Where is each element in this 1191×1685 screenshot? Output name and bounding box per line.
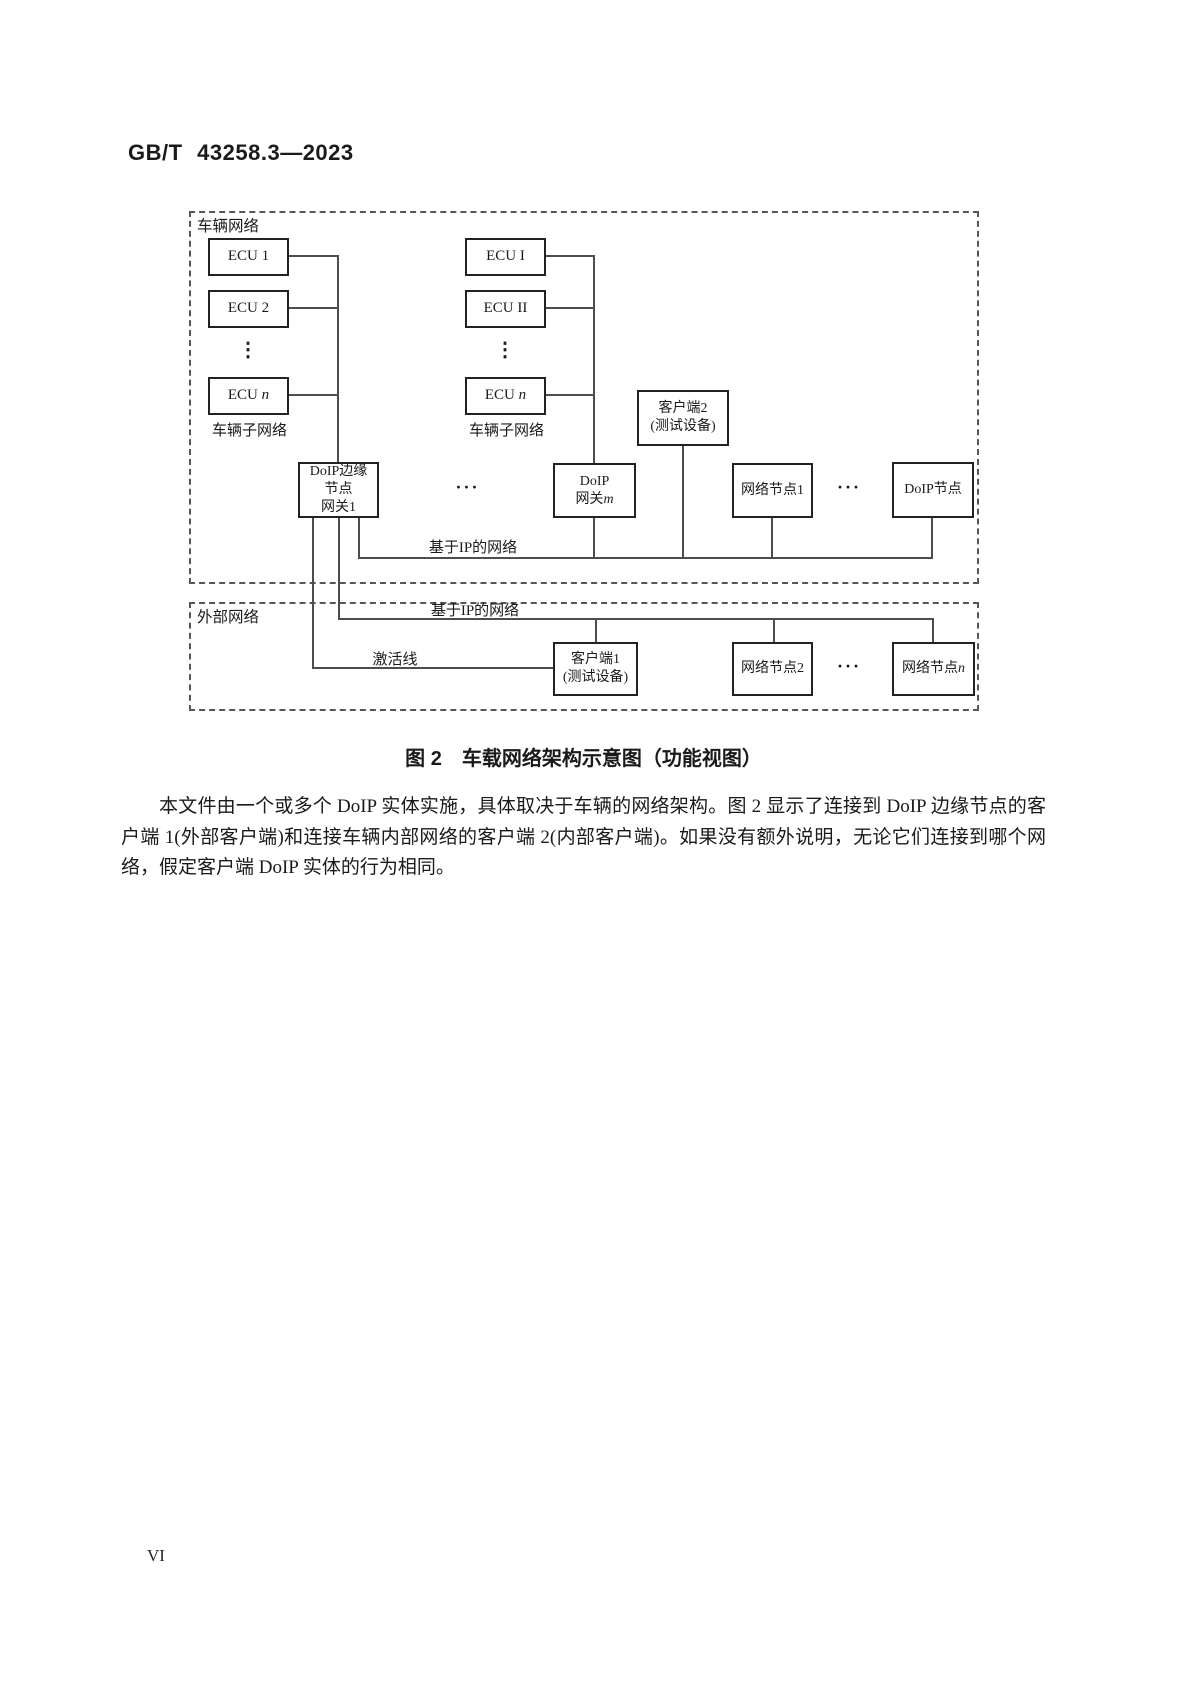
node-doip-edge-gateway1: DoIP边缘 节点 网关1 (298, 462, 379, 518)
figure-caption: 图 2 车载网络架构示意图（功能视图） (405, 748, 762, 770)
connector-line (338, 517, 340, 619)
node-network-node2: 网络节点2 (732, 642, 813, 696)
connector-line (932, 618, 934, 642)
ecu-n-label: ECU n (228, 386, 269, 406)
connector-line (337, 255, 339, 462)
connector-line (682, 446, 684, 558)
connector-line (773, 618, 775, 642)
internal-ip-bus (358, 557, 933, 559)
node-network-node-n: 网络节点n (892, 642, 975, 696)
connector-line (546, 255, 594, 257)
connector-line (289, 307, 337, 309)
connector-line (593, 255, 595, 463)
connector-line (593, 517, 595, 558)
external-ip-bus-label: 基于IP的网络 (430, 603, 520, 619)
external-network-label: 外部网络 (197, 609, 260, 626)
node-network-node1: 网络节点1 (732, 463, 813, 518)
network-node-n-label: 网络节点n (902, 660, 965, 678)
body-paragraph: 本文件由一个或多个 DoIP 实体实施，具体取决于车辆的网络架构。图 2 显示了… (121, 796, 1046, 878)
vehicle-network-container (189, 211, 979, 584)
connector-line (289, 394, 337, 396)
connector-line (595, 618, 597, 642)
external-ip-bus (338, 618, 934, 620)
node-client2: 客户端2 (测试设备) (637, 390, 729, 446)
ecu-n-prefix: ECU (484, 387, 519, 404)
node-ecu-n-subnet2: ECU n (465, 377, 546, 415)
ecu-n-variable: n (518, 387, 527, 404)
ecu-n-prefix: ECU (227, 387, 262, 404)
node-ecu-i-subnet2: ECU I (465, 238, 546, 276)
gateway-m-label: DoIP 网关m (575, 473, 613, 509)
connector-line (358, 517, 360, 558)
internal-ip-bus-label: 基于IP的网络 (428, 540, 518, 556)
node-ecu2-subnet1: ECU 2 (208, 290, 289, 328)
page-number: VI (147, 1546, 165, 1565)
nodes-ellipsis: ··· (836, 477, 861, 497)
activation-line-label: 激活线 (372, 652, 418, 668)
network-node-n-variable: n (958, 661, 965, 677)
doc-number-header: GB/T 43258.3—2023 (128, 140, 354, 165)
gateways-ellipsis: ··· (455, 477, 480, 497)
vehicle-network-label: 车辆网络 (197, 218, 260, 235)
activation-line (312, 517, 314, 668)
gateway-m-prefix: 网关 (575, 491, 604, 507)
node-ecu-n-subnet1: ECU n (208, 377, 289, 415)
external-nodes-ellipsis: ··· (836, 656, 861, 676)
activation-line (312, 667, 554, 669)
vertical-ellipsis: ⋮ (238, 339, 258, 361)
subnet1-label: 车辆子网络 (211, 423, 287, 439)
node-doip-node: DoIP节点 (892, 462, 974, 518)
network-node-n-prefix: 网络节点 (902, 661, 958, 677)
node-ecu1-subnet1: ECU 1 (208, 238, 289, 276)
gateway-m-variable: m (603, 491, 614, 507)
connector-line (289, 255, 337, 257)
ecu-n-variable: n (261, 387, 270, 404)
node-ecu-ii-subnet2: ECU II (465, 290, 546, 328)
node-client1: 客户端1 (测试设备) (553, 642, 638, 696)
connector-line (931, 518, 933, 558)
gateway-m-line1: DoIP (579, 473, 610, 489)
ecu-n-label: ECU n (485, 386, 526, 406)
connector-line (546, 307, 594, 309)
vertical-ellipsis: ⋮ (495, 339, 515, 361)
gateway-m-line2: 网关m (575, 491, 613, 509)
connector-line (546, 394, 594, 396)
node-doip-gateway-m: DoIP 网关m (553, 463, 636, 518)
subnet2-label: 车辆子网络 (468, 423, 544, 439)
external-network-container (189, 602, 979, 711)
connector-line (771, 518, 773, 558)
